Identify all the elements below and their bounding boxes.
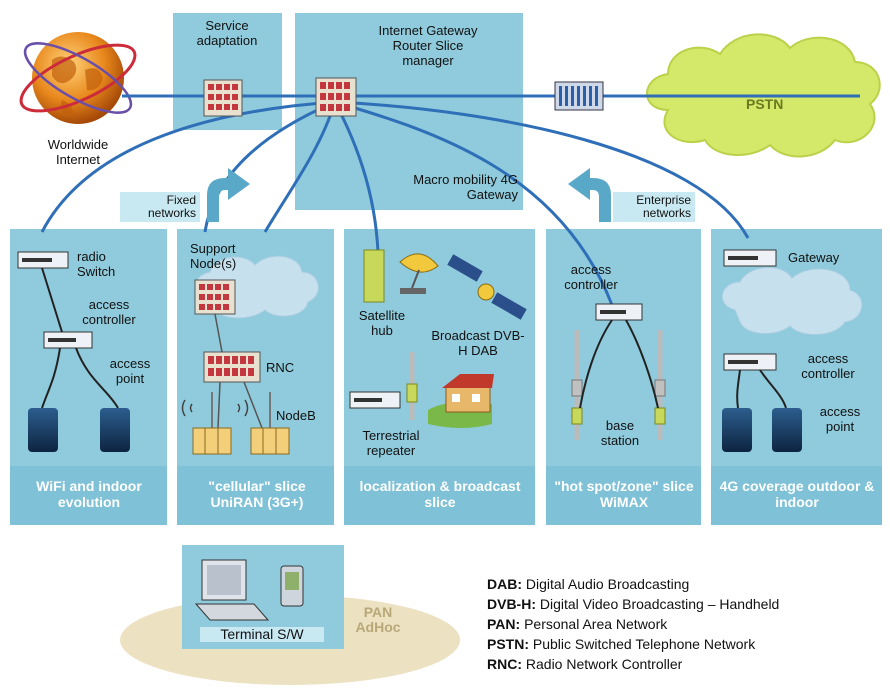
support-node-icon xyxy=(194,279,236,315)
slice-broadcast-band xyxy=(344,466,535,525)
wifi-access-point-1-icon xyxy=(28,408,58,452)
broadcast-label: Broadcast DVB-H DAB xyxy=(431,328,525,358)
fourg-access-controller-icon xyxy=(723,353,777,371)
fourg-access-point-1-icon xyxy=(722,408,752,452)
fourg-cloud xyxy=(721,266,863,336)
rnc-label: RNC xyxy=(266,360,295,375)
wimax-base-station-2-icon xyxy=(654,330,666,440)
pan-label: PAN AdHoc xyxy=(355,604,401,635)
slice-wimax-band xyxy=(546,466,701,525)
legend-abbr: DAB: xyxy=(487,576,522,592)
wifi-slice-title: WiFi and indoor evolution xyxy=(36,478,142,510)
nodeb-1-icon xyxy=(192,392,232,455)
legend-item-dab: DAB: Digital Audio Broadcasting xyxy=(487,576,689,593)
legend-text: Digital Video Broadcasting – Handheld xyxy=(539,596,780,612)
wifi-access-point-label: access point xyxy=(109,356,151,386)
rnc-icon xyxy=(203,351,261,383)
wifi-access-controller-label: access controller xyxy=(82,297,136,327)
cellular-slice-title: "cellular" slice UniRAN (3G+) xyxy=(208,478,306,510)
wimax-links xyxy=(579,319,659,409)
slice-4g-band xyxy=(711,466,882,525)
gateway-title-label: Internet Gateway Router Slice manager xyxy=(378,23,478,68)
terminal-label: Terminal S/W xyxy=(200,627,324,642)
legend-item-pan: PAN: Personal Area Network xyxy=(487,616,667,633)
satellite-hub-label: Satellite hub xyxy=(358,308,406,338)
fixed-networks-tag: Fixed networks xyxy=(120,192,200,222)
fourg-slice-title: 4G coverage outdoor & indoor xyxy=(719,478,875,510)
support-node-label: Support Node(s) xyxy=(190,241,237,271)
nodeb-label: NodeB xyxy=(276,408,316,423)
wimax-base-station-1-icon xyxy=(571,330,583,440)
legend-item-dvbh: DVB-H: Digital Video Broadcasting – Hand… xyxy=(487,596,779,613)
legend-text: Radio Network Controller xyxy=(525,656,683,672)
terrestrial-repeater-label: Terrestrial repeater xyxy=(362,428,420,458)
fourg-access-controller-label: access controller xyxy=(801,351,855,381)
legend-text: Personal Area Network xyxy=(524,616,668,632)
wimax-base-station-label: base station xyxy=(600,418,640,448)
enterprise-networks-arrow-icon xyxy=(568,168,611,222)
terrestrial-repeater-icon xyxy=(349,391,401,409)
fourg-access-point-label: access point xyxy=(819,404,861,434)
service-adaptation-device-icon xyxy=(203,79,243,117)
legend-text: Public Switched Telephone Network xyxy=(532,636,756,652)
enterprise-networks-tag: Enterprise networks xyxy=(613,192,695,222)
legend-item-pstn: PSTN: Public Switched Telephone Network xyxy=(487,636,755,653)
legend-abbr: DVB-H: xyxy=(487,596,536,612)
legend-abbr: RNC: xyxy=(487,656,522,672)
pstn-label: PSTN xyxy=(746,96,784,112)
satellite-dish-icon xyxy=(399,253,439,294)
wifi-radio-switch-icon xyxy=(17,251,69,269)
wimax-access-controller-icon xyxy=(595,303,643,321)
wifi-access-controller-icon xyxy=(43,331,93,349)
wimax-slice-title: "hot spot/zone" slice WiMAX xyxy=(554,478,694,510)
legend-text: Digital Audio Broadcasting xyxy=(525,576,690,592)
wimax-access-controller-label: access controller xyxy=(564,262,618,292)
fourg-gateway-label: Gateway xyxy=(788,250,840,265)
house-icon xyxy=(428,374,494,428)
pstn-switch-icon xyxy=(554,81,604,111)
fourg-access-point-2-icon xyxy=(772,408,802,452)
laptop-icon xyxy=(194,559,270,621)
wifi-links xyxy=(41,267,119,409)
internet-label: Worldwide Internet xyxy=(47,137,109,167)
satellite-icon xyxy=(447,254,527,320)
slice-cellular-band xyxy=(177,466,334,525)
cellular-links xyxy=(181,313,263,429)
satellite-hub-icon xyxy=(363,249,385,303)
fixed-networks-arrow-icon xyxy=(207,168,250,222)
macro-mobility-label: Macro mobility 4G Gateway xyxy=(413,172,518,202)
gateway-router-icon xyxy=(315,77,357,117)
slice-wifi-band xyxy=(10,466,167,525)
broadcast-antenna-icon xyxy=(406,352,418,420)
legend-abbr: PAN: xyxy=(487,616,521,632)
fourg-links xyxy=(736,369,787,409)
legend-abbr: PSTN: xyxy=(487,636,529,652)
internet-globe-icon xyxy=(19,32,137,124)
nodeb-2-icon xyxy=(250,392,290,455)
backbone-links xyxy=(40,94,860,306)
wifi-access-point-2-icon xyxy=(100,408,130,452)
service-adaptation-label: Service adaptation xyxy=(196,18,258,48)
pda-icon xyxy=(280,565,304,607)
broadcast-slice-title: localization & broadcast slice xyxy=(359,478,521,510)
legend-item-rnc: RNC: Radio Network Controller xyxy=(487,656,682,673)
fourg-gateway-icon xyxy=(723,249,777,267)
wifi-radio-switch-label: radio Switch xyxy=(77,249,116,279)
